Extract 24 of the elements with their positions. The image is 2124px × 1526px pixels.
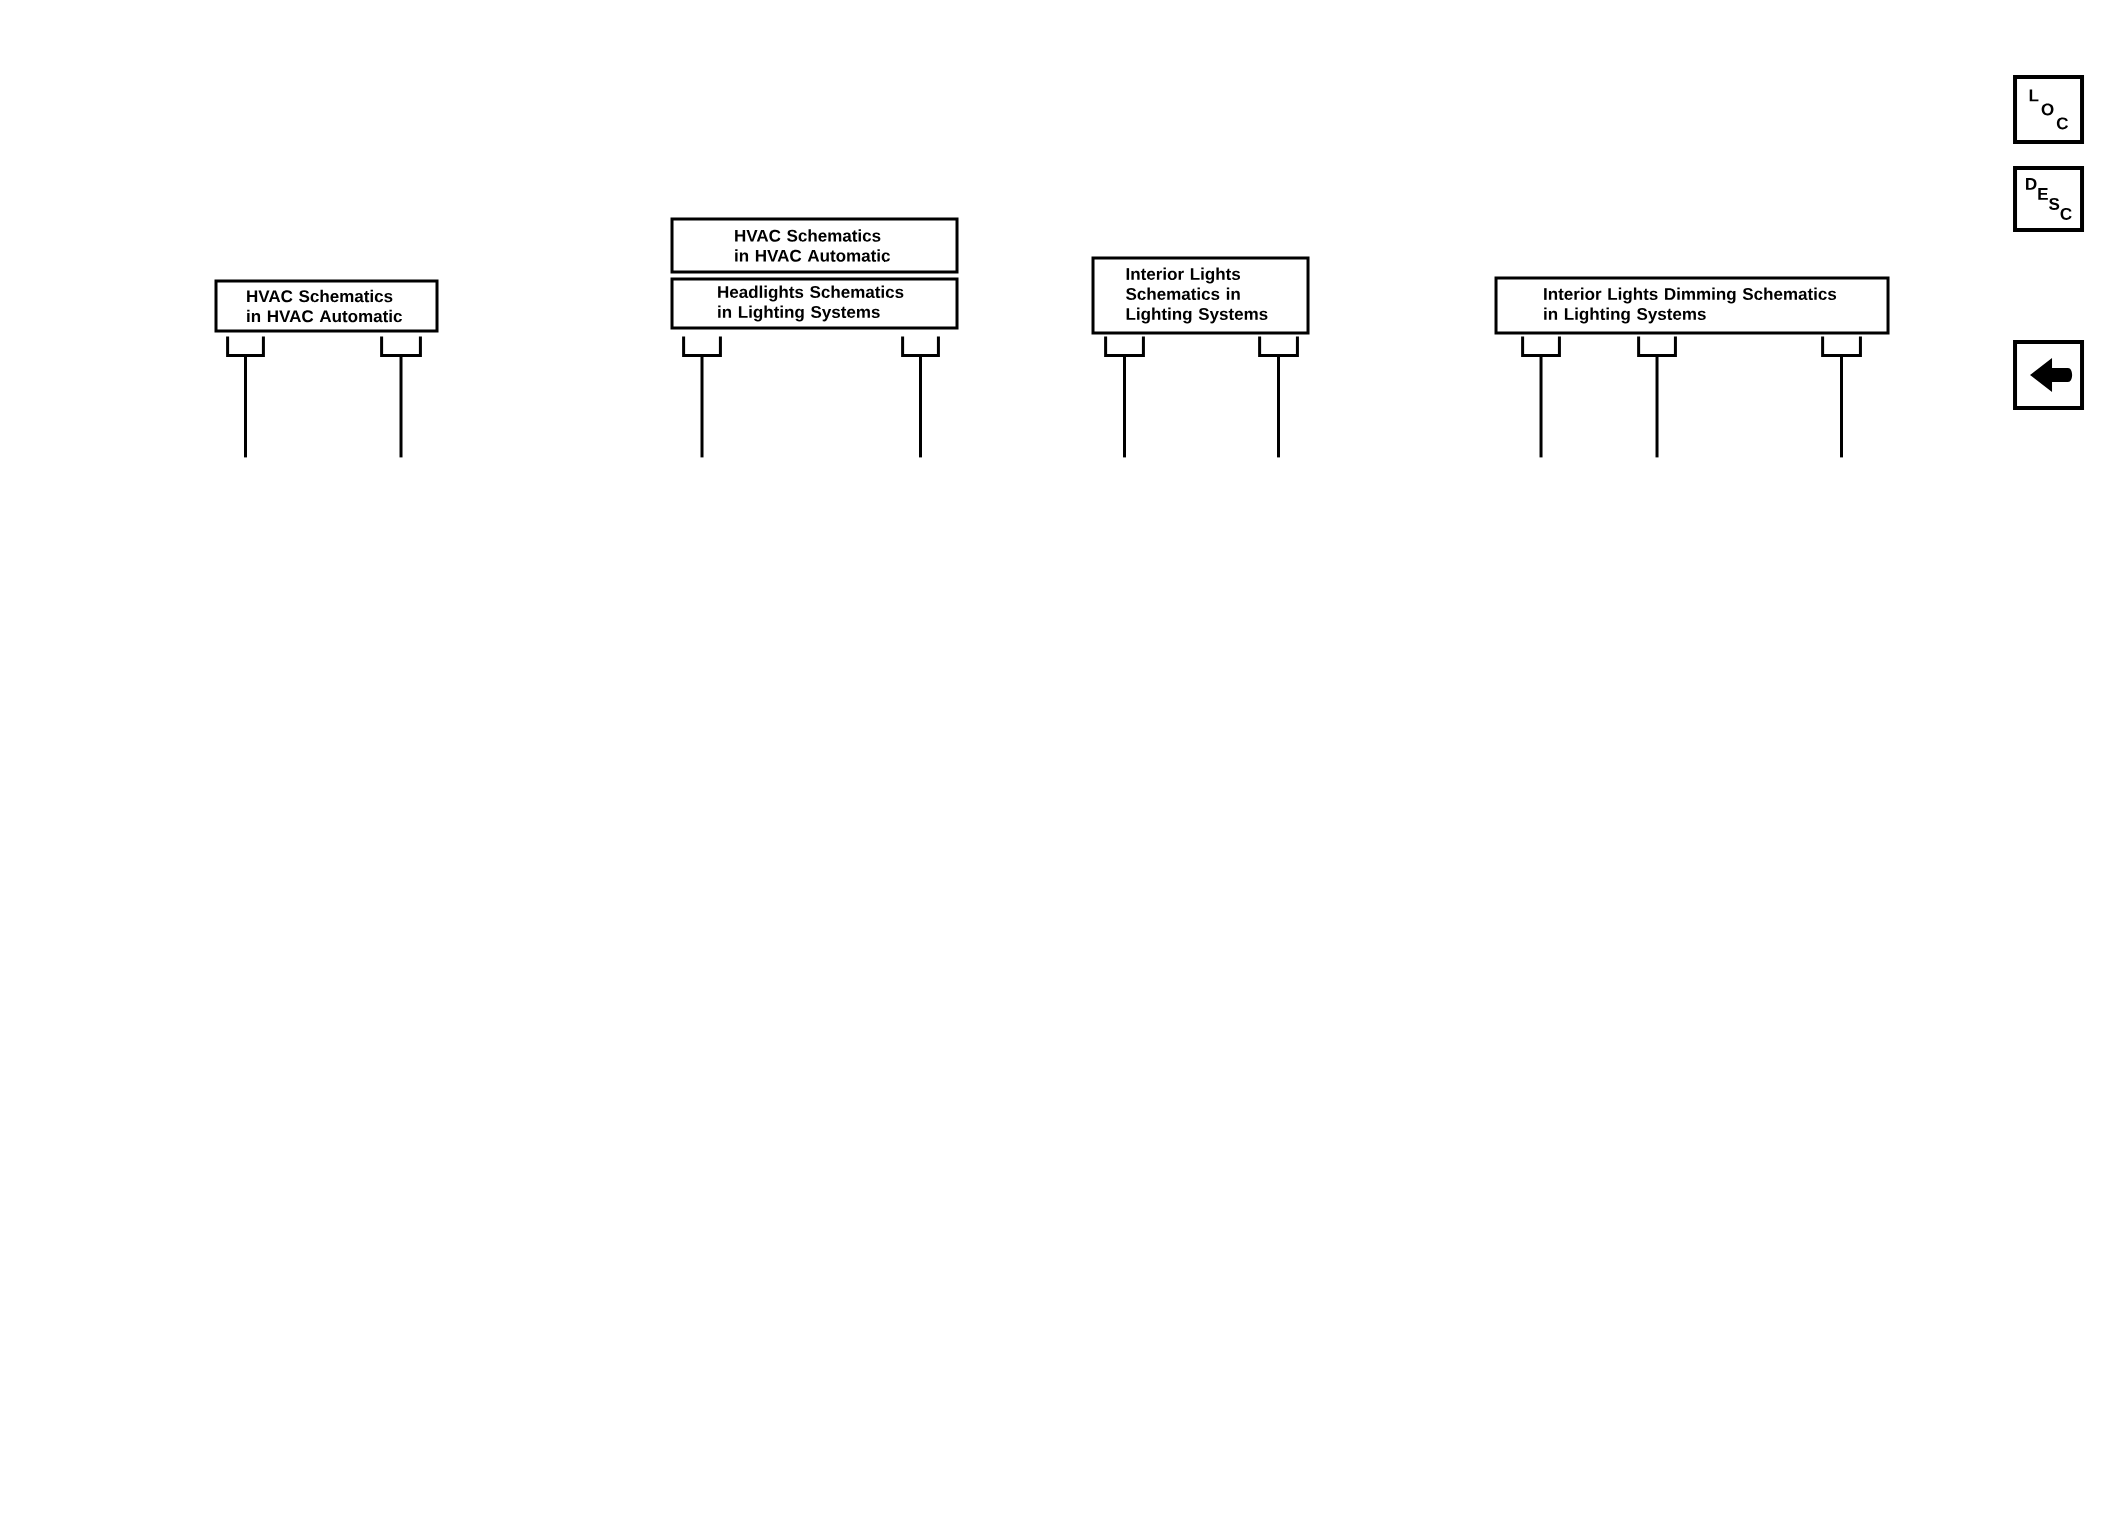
connector-bracket (682, 336, 722, 357)
connector-bracket (226, 336, 265, 357)
connector-bracket (1821, 336, 1862, 357)
wire (399, 355, 403, 458)
reference-box: HVAC Schematics in HVAC Automatic (670, 217, 959, 274)
connector-bracket (1104, 336, 1145, 357)
nav-button: LOC (2013, 75, 2085, 144)
connector-bracket (380, 336, 422, 357)
wire (1277, 355, 1280, 458)
wire (1123, 355, 1126, 458)
connector-bracket (1258, 336, 1299, 357)
wire (919, 355, 922, 458)
wire (1655, 355, 1659, 458)
wire (244, 355, 247, 458)
reference-box: HVAC Schematics in HVAC Automatic (214, 279, 439, 333)
connector-bracket (1521, 336, 1561, 357)
connector-bracket (901, 336, 940, 357)
wire (700, 355, 704, 458)
reference-box: Interior Lights Dimming Schematics in Lighting Systems (1494, 276, 1890, 335)
connector-bracket (1637, 336, 1677, 357)
wire (1539, 355, 1543, 458)
reference-box: Interior Lights Schematics in Lighting Systems (1091, 256, 1310, 335)
wire (1840, 355, 1843, 458)
reference-box: Headlights Schematics in Lighting Systems (670, 277, 959, 330)
